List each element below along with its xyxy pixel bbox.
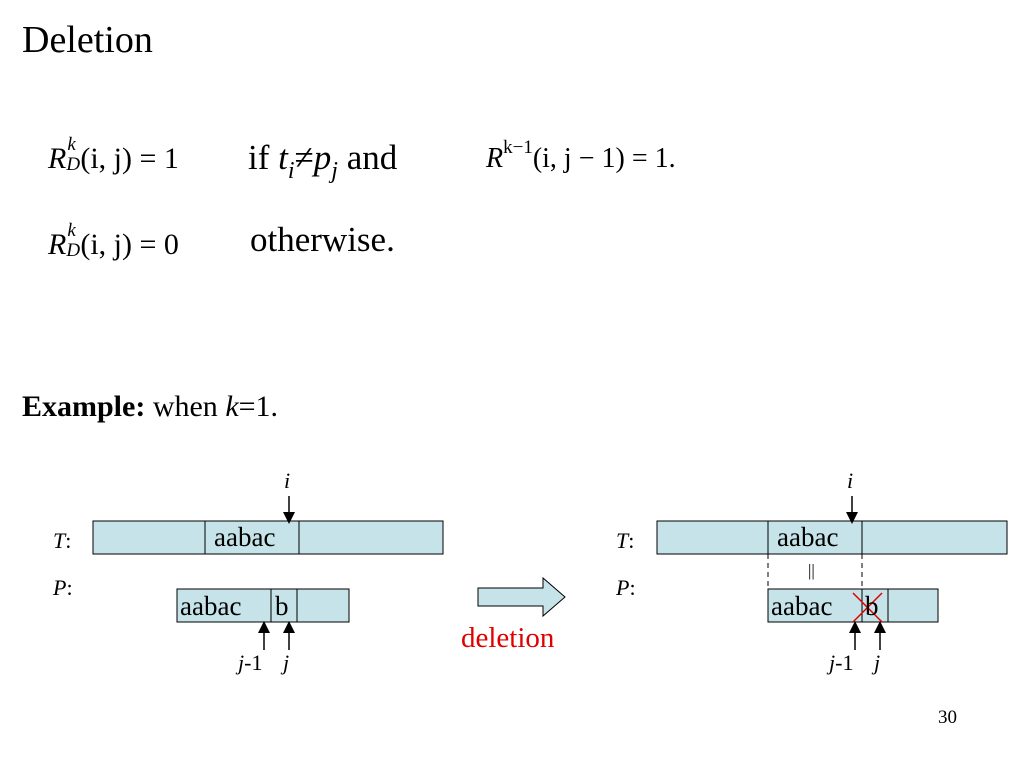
formula-symbol: R — [486, 143, 504, 174]
var-j: j — [829, 650, 836, 675]
left-t-window — [204, 520, 300, 555]
formula-symbol: R — [48, 228, 67, 261]
deletion-block-arrow — [477, 576, 566, 618]
left-t-label: T: — [53, 528, 71, 554]
formula-sup: k−1 — [503, 137, 533, 158]
cross-line — [852, 592, 883, 623]
deletion-label: deletion — [461, 622, 555, 654]
left-jminus1-label: j-1 — [238, 650, 262, 676]
var-p: P — [616, 575, 630, 600]
example-var: k — [225, 390, 239, 423]
formula-sub: D — [66, 154, 81, 175]
formula-1-condition: if ti≠pj and — [248, 138, 398, 184]
left-t-aabac: aabac — [214, 522, 276, 552]
formula-2-otherwise: otherwise. — [250, 220, 395, 259]
cond-p: p — [313, 138, 332, 177]
example-text: when — [145, 390, 226, 423]
example-label: Example: — [22, 390, 146, 423]
cond-if: if — [248, 138, 279, 177]
var-j: j — [874, 650, 881, 675]
var-i: i — [284, 468, 291, 493]
formula-sup: k — [67, 134, 76, 155]
var-t: T — [53, 528, 66, 553]
cond-i-sub: i — [287, 158, 295, 184]
left-j-label: j — [283, 650, 289, 676]
formula-args: (i, j) = 1 — [80, 142, 179, 175]
formula-args: (i, j) = 0 — [80, 228, 179, 261]
var-i: i — [847, 468, 854, 493]
colon: : — [65, 528, 72, 553]
var-p: P — [53, 575, 67, 600]
colon: : — [628, 528, 635, 553]
right-j-label: j — [874, 650, 880, 676]
var-j: j — [238, 650, 245, 675]
right-t-label: T: — [616, 528, 634, 554]
cond-t: t — [278, 138, 288, 177]
cond-neq: ≠ — [294, 138, 314, 177]
var-j: j — [283, 650, 290, 675]
right-t-aabac: aabac — [777, 522, 839, 552]
right-t-string — [656, 520, 1008, 555]
formula-args: (i, j − 1) = 1. — [532, 143, 676, 174]
page-number: 30 — [938, 707, 957, 728]
cond-and: and — [337, 138, 398, 177]
right-p-string — [767, 588, 939, 623]
colon: : — [629, 575, 636, 600]
example-rest: =1. — [238, 390, 279, 423]
var-t: T — [616, 528, 629, 553]
right-jminus1-label: j-1 — [829, 650, 853, 676]
left-p-string — [176, 588, 350, 623]
left-p-aabac: aabac — [180, 591, 242, 621]
right-p-aabac: aabac — [771, 591, 833, 621]
formula-symbol: R — [48, 142, 67, 175]
right-t-window — [767, 520, 863, 555]
left-t-string — [92, 520, 444, 555]
colon: : — [66, 575, 73, 600]
right-i-label: i — [847, 468, 853, 494]
left-i-label: i — [284, 468, 290, 494]
example-line: Example: when k=1. — [22, 390, 278, 424]
minus-one: -1 — [244, 650, 263, 675]
slide-title: Deletion — [22, 19, 153, 61]
cond-j-sub: j — [331, 158, 338, 184]
left-p-b: b — [275, 591, 289, 621]
formula-sub: D — [66, 240, 81, 261]
formula-sup: k — [67, 220, 76, 241]
match-bars: || — [808, 561, 815, 580]
right-p-b-deleted: b — [865, 591, 879, 621]
formula-1-rhs: Rk−1(i, j − 1) = 1. — [486, 137, 676, 175]
right-p-label: P: — [616, 575, 636, 601]
left-p-label: P: — [53, 575, 73, 601]
minus-one: -1 — [835, 650, 854, 675]
